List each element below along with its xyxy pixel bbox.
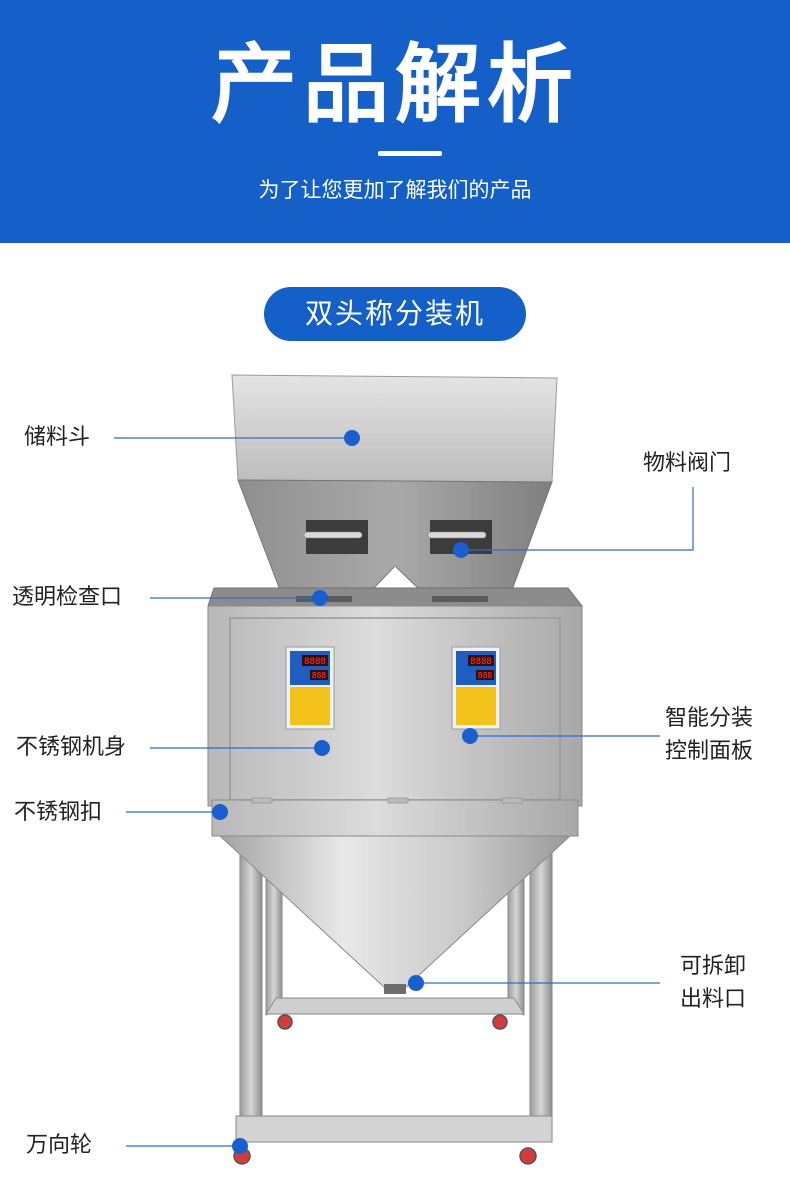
header-banner: 产品解析 为了让您更加了解我们的产品 [0, 0, 790, 243]
label-panel-line2: 控制面板 [665, 739, 754, 764]
callout-dot-caster [232, 1138, 248, 1154]
callout-dot-outlet [408, 975, 424, 991]
product-name-badge: 双头称分装机 [264, 287, 526, 341]
label-outlet-line1: 可拆卸 [680, 954, 747, 979]
label-hopper: 储料斗 [24, 425, 91, 450]
material-valve-left [303, 520, 368, 554]
callout-dot-panel [462, 728, 478, 744]
callout-dot-valve [453, 542, 469, 558]
label-body: 不锈钢机身 [16, 735, 127, 760]
callout-dot-hopper [344, 430, 360, 446]
title-divider [378, 151, 442, 156]
control-panel-left: 8888 888 [285, 646, 335, 730]
control-panel-right: 8888 888 [451, 646, 501, 730]
callout-dot-latch [212, 804, 228, 820]
outlet-spout [384, 984, 406, 994]
top-plate [207, 587, 584, 607]
callout-dot-body [314, 740, 330, 756]
weight-readout-right: 8888 [470, 657, 492, 667]
page-title: 产品解析 [211, 35, 579, 135]
hopper [231, 374, 558, 591]
label-panel-line1: 智能分装 [665, 706, 754, 731]
callout-line-valve [461, 487, 694, 551]
count-readout-right: 888 [478, 671, 493, 680]
page-subtitle: 为了让您更加了解我们的产品 [258, 178, 532, 202]
stainless-body [207, 605, 583, 837]
label-latch: 不锈钢扣 [14, 800, 103, 825]
weight-readout-left: 8888 [304, 657, 326, 667]
label-outlet-line2: 出料口 [680, 987, 747, 1012]
label-caster: 万向轮 [26, 1133, 93, 1158]
count-readout-left: 888 [312, 671, 327, 680]
label-inspection-window: 透明检查口 [12, 585, 123, 610]
label-valve: 物料阀门 [643, 451, 732, 476]
inspection-window-2 [432, 596, 488, 602]
callout-dot-window [312, 590, 328, 606]
